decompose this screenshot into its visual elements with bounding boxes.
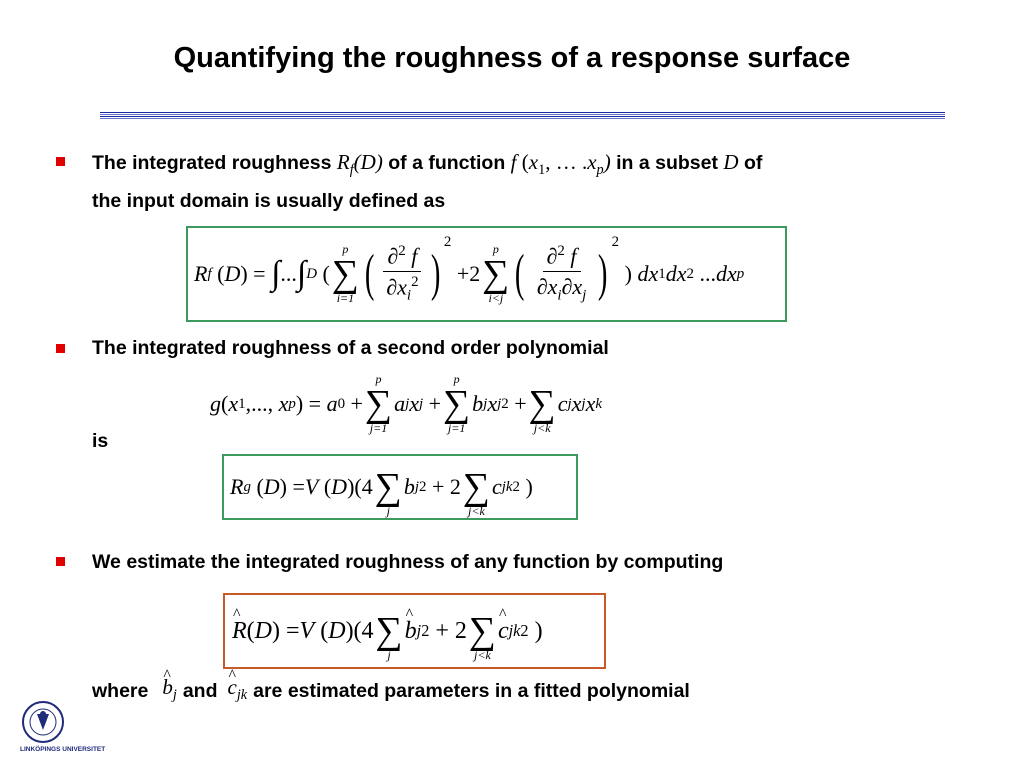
bullet-1-text: The integrated roughness Rf(D) of a func… (92, 150, 763, 213)
bullet-1-part-b: of a function (388, 152, 506, 174)
bullet-1-line-2: the input domain is usually defined as (92, 190, 446, 213)
math-f-x: f (510, 150, 517, 174)
bullet-1-part-a: The integrated roughness (92, 152, 332, 174)
slide-title: Quantifying the roughness of a response … (173, 42, 851, 74)
math-b-hat-j: bj (162, 660, 176, 711)
bullet-1-part-c: in a subset (616, 152, 718, 174)
bullet-2-text: The integrated roughness of a second ord… (92, 337, 609, 359)
math-c-hat-jk: cjk (228, 660, 248, 711)
university-seal-icon (22, 701, 64, 743)
equation-box-roughness-definition (186, 226, 787, 322)
and-label: and (182, 680, 218, 703)
bullet-marker (56, 157, 65, 166)
bullet-3-text: We estimate the integrated roughness of … (92, 551, 724, 573)
where-tail: are estimated parameters in a fitted pol… (253, 680, 690, 703)
bullet-marker (56, 344, 65, 353)
math-rf-d: Rf(D) (336, 150, 383, 179)
equation-box-estimated-roughness (223, 593, 606, 669)
where-line: where bj and cjk are estimated parameter… (92, 660, 690, 711)
equation-box-polynomial-roughness (222, 454, 578, 520)
math-d: D (723, 150, 739, 174)
bullet-marker (56, 557, 65, 566)
where-label: where (92, 680, 149, 703)
logo-text: LINKÖPINGS UNIVERSITET (20, 746, 106, 753)
university-logo: LINKÖPINGS UNIVERSITET (20, 700, 110, 760)
title-rule (100, 112, 945, 121)
bullet-1-part-d: of (744, 152, 763, 174)
is-label: is (92, 430, 109, 452)
